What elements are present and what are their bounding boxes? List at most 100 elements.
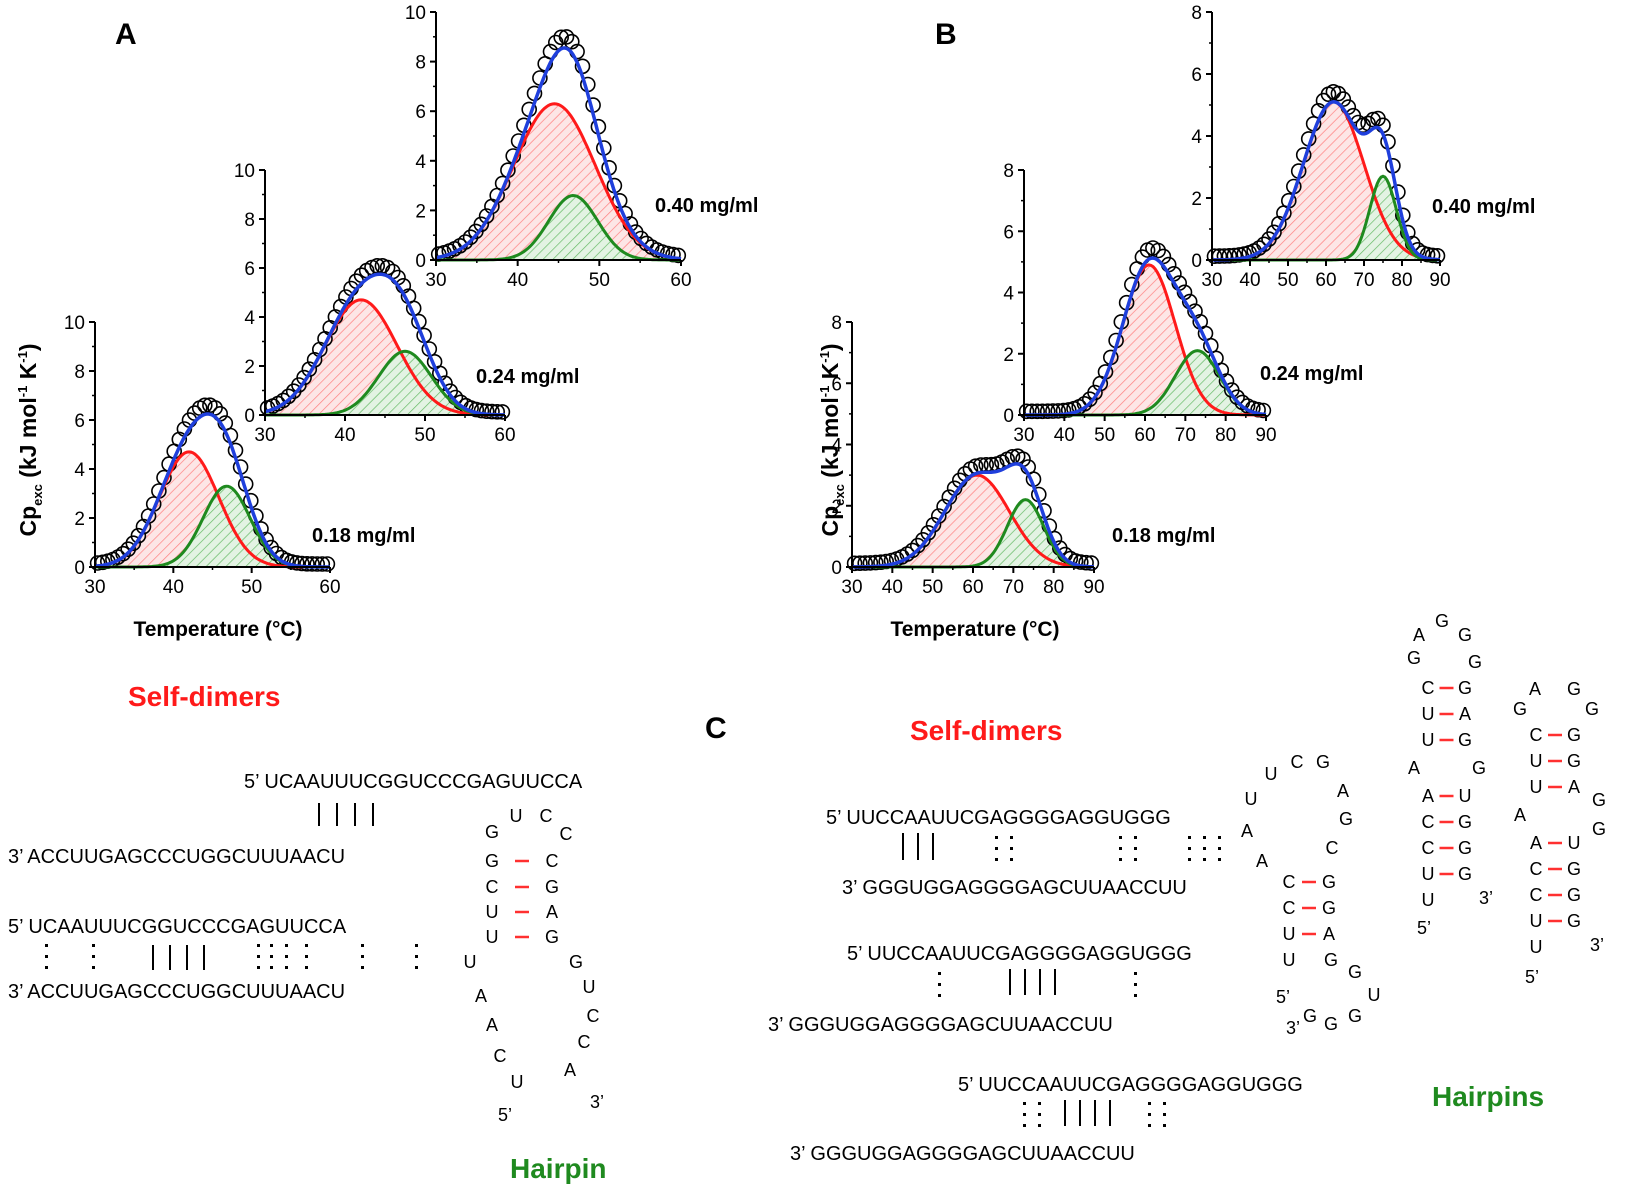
x-tick-label: 90 (1083, 577, 1104, 598)
hairpin-area (265, 351, 505, 415)
seq-c-wobble1 (995, 836, 1221, 861)
seq-c-pairing1 (902, 833, 934, 860)
nucleotide: U (1459, 786, 1472, 806)
seq-c-top3: 5’ UUCCAAUUCGAGGGGAGGUGGG (958, 1074, 1303, 1096)
data-point (1229, 389, 1245, 406)
nucleotide: U (1530, 777, 1543, 797)
data-point (457, 234, 474, 250)
x-axis-title-a: Temperature (°C) (133, 618, 302, 641)
nucleotide: C (1422, 812, 1435, 832)
data-point (563, 33, 580, 50)
x-tick-label: 50 (1094, 425, 1115, 446)
y-tick-label: 4 (831, 436, 842, 457)
data-point (553, 29, 570, 46)
seq-a-top1: 5’ UCAAUUUCGGUCCCGAGUUCCA (244, 771, 583, 793)
y-axis-title-a: Cpexc (kJ mol-1 K-1) (15, 343, 45, 536)
x-tick-label: 60 (494, 425, 515, 446)
seq-c-bot3: 3’ GGGUGGAGGGGAGCUUAACCUU (790, 1143, 1135, 1165)
nucleotide: C (1530, 885, 1543, 905)
data-point (197, 397, 213, 414)
seq-c-wobble3 (1023, 1102, 1166, 1127)
nucleotide: C (1283, 872, 1296, 892)
nucleotide: G (1348, 1006, 1362, 1026)
x-tick-label: 80 (1391, 270, 1412, 291)
y-tick-label: 6 (415, 102, 426, 123)
data-point (1050, 403, 1066, 419)
seq-a-bot2: 3’ ACCUUGAGCCCUGGCUUUAACU (8, 981, 345, 1003)
x-tick-label: 70 (1175, 425, 1196, 446)
data-point (1073, 554, 1089, 570)
x-tick-label: 90 (1429, 270, 1450, 291)
y-tick-label: 2 (831, 497, 842, 518)
strand-end-label: 5’ (498, 1105, 512, 1125)
concentration-label: 0.24 mg/ml (1260, 363, 1363, 385)
nucleotide: U (1265, 764, 1278, 784)
hairpin-area (1212, 176, 1440, 260)
y-tick-label: 8 (244, 210, 255, 231)
y-tick-label: 2 (1003, 345, 1014, 366)
y-tick-label: 10 (234, 161, 255, 182)
fit-line (435, 46, 682, 261)
y-tick-label: 0 (415, 251, 426, 272)
seq-c-wobble2 (938, 972, 1137, 997)
nucleotide: U (510, 806, 523, 826)
data-point (873, 554, 889, 571)
nucleotide: G (1567, 859, 1581, 879)
nucleotide: G (545, 927, 559, 947)
nucleotide: G (1348, 962, 1362, 982)
self-dimers-heading-c: Self-dimers (910, 715, 1063, 746)
nucleotide: A (546, 902, 558, 922)
nucleotide: G (1458, 864, 1472, 884)
self-dimer-area (265, 299, 505, 415)
data-point (462, 229, 479, 245)
nucleotide: G (1567, 885, 1581, 905)
strand-end-label: 3’ (590, 1092, 604, 1112)
nucleotide: U (511, 1072, 524, 1092)
nucleotide: U (1530, 751, 1543, 771)
nucleotide: U (464, 952, 477, 972)
panel-label-c: C (705, 712, 727, 745)
nucleotide: C (578, 1032, 591, 1052)
y-tick-label: 2 (1191, 189, 1202, 210)
data-point (1256, 236, 1272, 253)
seq-a-pairing1 (318, 803, 374, 826)
strand-end-label: 3’ (1590, 935, 1604, 955)
strand-end-label: 3’ (1286, 1018, 1300, 1038)
y-tick-label: 4 (415, 152, 426, 173)
nucleotide: C (1283, 898, 1296, 918)
nucleotide: U (1283, 924, 1296, 944)
seq-c-pairing2 (1009, 969, 1056, 995)
nucleotide: G (485, 822, 499, 842)
nucleotide: U (1245, 789, 1258, 809)
seq-c-bot1: 3’ GGGUGGAGGGGAGCUUAACCUU (842, 877, 1187, 899)
nucleotide: U (1368, 985, 1381, 1005)
x-tick-label: 50 (1277, 270, 1298, 291)
nucleotide: U (486, 927, 499, 947)
data-point (304, 556, 320, 572)
nucleotide: U (1422, 890, 1435, 910)
nucleotide: C (1530, 725, 1543, 745)
x-tick-label: 80 (1215, 425, 1236, 446)
x-tick-label: 40 (163, 577, 184, 598)
nucleotide: G (569, 952, 583, 972)
nucleotide: G (1567, 725, 1581, 745)
hairpin-heading-a: Hairpin (510, 1153, 606, 1184)
seq-a-top2: 5’ UCAAUUUCGGUCCCGAGUUCCA (8, 916, 347, 938)
seq-a-wobble2 (45, 944, 418, 969)
nucleotide: A (1568, 777, 1580, 797)
y-tick-label: 6 (1191, 65, 1202, 86)
y-tick-label: 2 (74, 509, 85, 530)
seq-a-pairing2 (152, 945, 205, 970)
data-point (1231, 247, 1248, 263)
nucleotide: G (1458, 812, 1472, 832)
nucleotide: G (1468, 652, 1482, 672)
y-tick-label: 8 (74, 362, 85, 383)
nucleotide: G (1592, 819, 1606, 839)
y-tick-label: 6 (244, 259, 255, 280)
data-point (494, 404, 511, 420)
data-point (1330, 85, 1347, 102)
